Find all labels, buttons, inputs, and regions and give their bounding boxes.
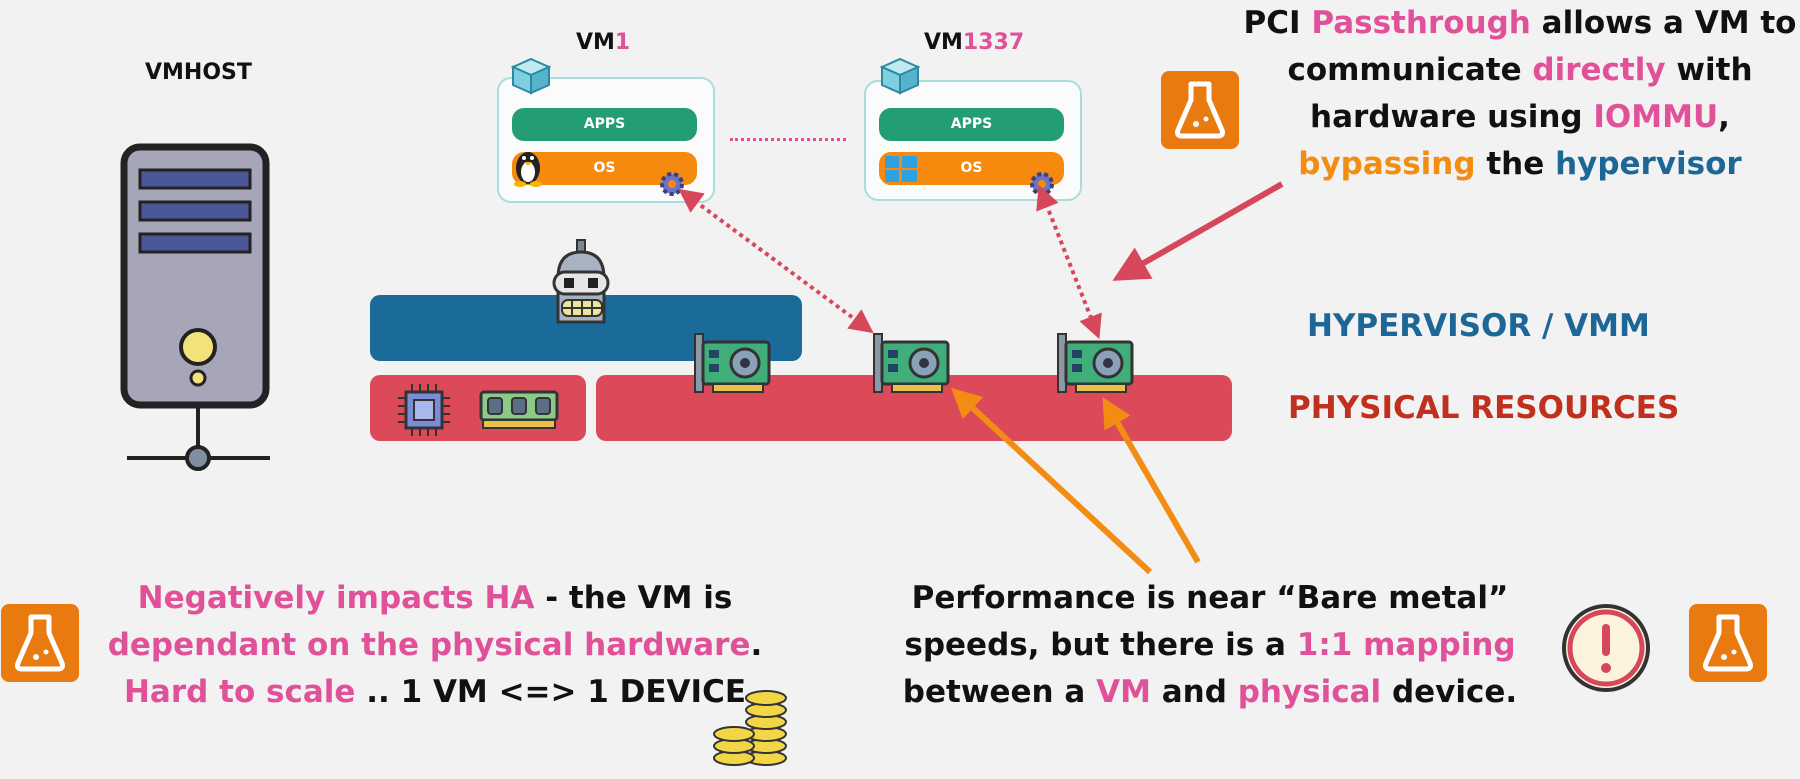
callout-arrow-perf-1 xyxy=(950,387,1153,575)
pci-card-icon xyxy=(873,333,950,393)
text-run: IOMMU xyxy=(1593,99,1719,135)
ha-impact-description: Negatively impacts HA - the VM is depend… xyxy=(95,575,775,716)
text-run: the xyxy=(1475,146,1556,182)
text-run: . xyxy=(750,627,763,663)
text-run: bypassing xyxy=(1298,146,1476,182)
callout-arrow-perf-2 xyxy=(1102,397,1201,564)
flask-icon xyxy=(1161,71,1239,149)
warning-exclamation-icon xyxy=(1562,604,1650,692)
pci-card-icon xyxy=(1057,333,1134,393)
flask-icon xyxy=(1689,604,1767,682)
callout-arrow-iommu xyxy=(1112,181,1284,281)
text-run: with xyxy=(1665,52,1753,88)
cube-icon xyxy=(879,57,921,95)
vm1-title: VM1 xyxy=(576,30,630,55)
text-run: device. xyxy=(1381,674,1518,710)
linux-penguin-icon xyxy=(514,152,542,187)
text-run: Passthrough xyxy=(1311,5,1531,41)
text-run: and xyxy=(1150,674,1238,710)
text-run: dependant on the physical hardware xyxy=(107,627,751,663)
hypervisor-label: HYPERVISOR / VMM xyxy=(1307,308,1650,344)
text-run: PCI xyxy=(1243,5,1312,41)
text-run: between a xyxy=(902,674,1097,710)
text-run: allows a VM to xyxy=(1530,5,1797,41)
passthrough-link-vm1 xyxy=(678,188,874,334)
text-run: directly xyxy=(1532,52,1666,88)
vm1337-prefix: VM xyxy=(924,30,963,55)
vm1-prefix: VM xyxy=(576,30,615,55)
vm-ellipsis-connector xyxy=(730,138,846,141)
vm1337-apps-layer: APPS xyxy=(879,108,1064,141)
performance-description: Performance is near “Bare metal” speeds,… xyxy=(900,575,1520,716)
text-run: speeds, but there is a xyxy=(904,627,1297,663)
passthrough-description: PCI Passthrough allows a VM to communica… xyxy=(1240,0,1800,188)
vmhost-label: VMHOST xyxy=(145,60,252,85)
cube-icon xyxy=(510,57,552,95)
text-run: Performance is near “Bare metal” xyxy=(911,580,1509,616)
vm1-apps-layer: APPS xyxy=(512,108,697,141)
text-run: , xyxy=(1718,99,1730,135)
windows-logo-icon xyxy=(885,156,917,182)
cpu-chip-icon xyxy=(398,384,450,436)
flask-icon xyxy=(1,604,79,682)
text-run: Hard to scale xyxy=(123,674,356,710)
vm1337-number: 1337 xyxy=(962,30,1025,55)
gear-icon xyxy=(660,172,684,196)
coin-stack-icon xyxy=(713,690,787,766)
text-run: 1:1 mapping xyxy=(1296,627,1516,663)
text-run: - the VM is xyxy=(534,580,733,616)
text-run: hypervisor xyxy=(1555,146,1742,182)
passthrough-link-vm1337 xyxy=(1036,184,1102,340)
physical-resources-label: PHYSICAL RESOURCES xyxy=(1288,390,1680,426)
text-run: hardware using xyxy=(1310,99,1594,135)
ram-module-icon xyxy=(479,390,559,429)
text-run: VM xyxy=(1096,674,1151,710)
text-run: .. 1 VM <=> 1 DEVICE xyxy=(355,674,747,710)
server-tower-icon xyxy=(120,143,270,471)
vm1337-title: VM1337 xyxy=(924,30,1024,55)
text-run: communicate xyxy=(1287,52,1533,88)
text-run: physical xyxy=(1237,674,1382,710)
vm1-number: 1 xyxy=(614,30,631,55)
pci-card-icon xyxy=(694,333,771,393)
text-run: Negatively impacts HA xyxy=(137,580,535,616)
robot-mascot-icon xyxy=(552,239,610,324)
